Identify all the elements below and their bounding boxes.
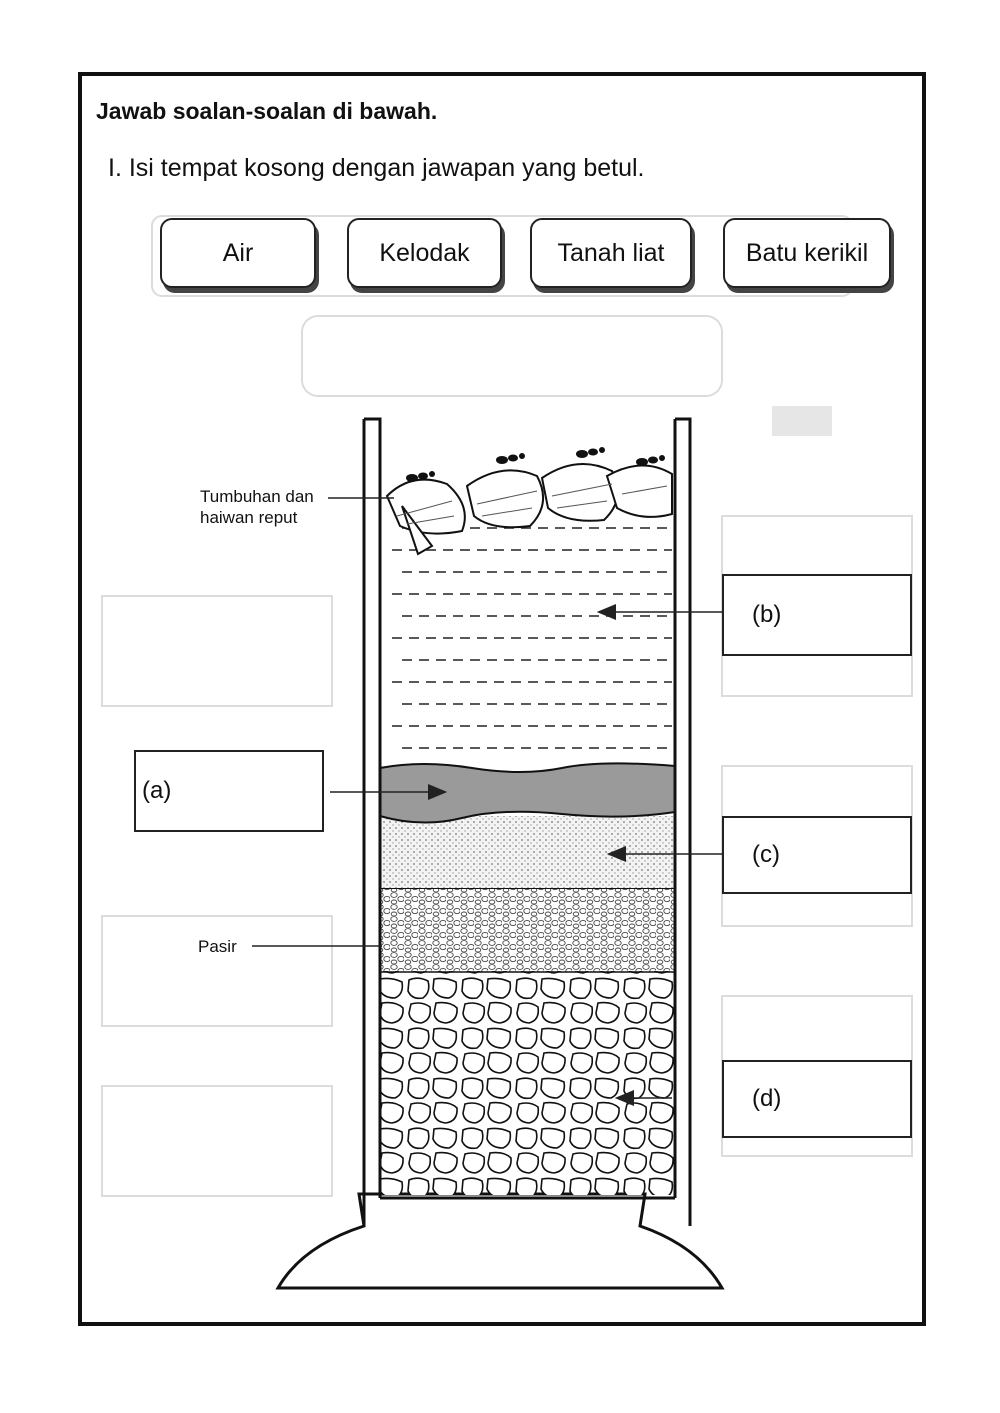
gravel-layer [380, 971, 675, 1195]
word-label: Air [222, 238, 254, 267]
word-box-air: Air [160, 218, 316, 288]
decaying-matter-illustration [385, 462, 673, 556]
ant-illustrations [406, 447, 665, 482]
word-box-tanah-liat: Tanah liat [530, 218, 692, 288]
answer-box-c[interactable]: (c) [722, 816, 912, 894]
answer-box-label: (d) [752, 1085, 782, 1112]
answer-box-label: (a) [142, 777, 172, 804]
stand-base [275, 1192, 725, 1290]
word-label: Tanah liat [557, 238, 665, 267]
word-box-batu-kerikil: Batu kerikil [723, 218, 891, 288]
humus-label: Tumbuhan dan haiwan reput [200, 487, 314, 527]
glass-tube [362, 417, 692, 1226]
word-label: Kelodak [379, 238, 470, 267]
answer-box-a[interactable]: (a) [134, 750, 324, 832]
answer-box-b[interactable]: (b) [722, 574, 912, 656]
word-box-kelodak: Kelodak [347, 218, 502, 288]
sand-layer [380, 888, 675, 972]
question-text: I. Isi tempat kosong dengan jawapan yang… [108, 154, 645, 182]
answer-box-label: (c) [752, 841, 780, 868]
worksheet-frame: Jawab soalan-soalan di bawah. I. Isi tem… [78, 72, 926, 1326]
sand-label: Pasir [198, 937, 237, 956]
soil-layer-diagram [252, 417, 725, 1290]
answer-box-label: (b) [752, 601, 782, 628]
page-title: Jawab soalan-soalan di bawah. [96, 98, 438, 124]
water-layer [392, 527, 672, 749]
word-label: Batu kerikil [745, 238, 869, 267]
answer-box-d[interactable]: (d) [722, 1060, 912, 1138]
clay-layer [379, 762, 676, 824]
